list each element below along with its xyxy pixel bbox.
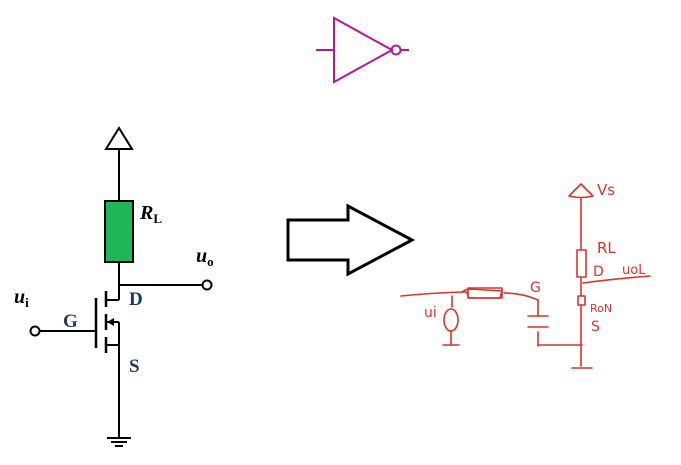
sketch-ron-label: RoN [590, 302, 612, 315]
load-resistor [104, 200, 134, 263]
gate-label: G [63, 311, 78, 332]
body-arrow-icon [107, 318, 114, 326]
sketch-g-label: G [530, 280, 541, 296]
input-terminal [29, 325, 41, 337]
supply-arrow-icon [104, 126, 134, 150]
rl-label: RL [139, 202, 162, 226]
inverter-symbol [316, 16, 409, 84]
transform-arrow-icon [286, 203, 416, 277]
ground-icon [107, 437, 131, 447]
nmos-circuit: RL uo ui G D S [14, 126, 214, 447]
sketch-d-label: D [593, 264, 604, 280]
uo-label: uo [196, 245, 214, 269]
sketch-rl-label: RL [597, 239, 616, 257]
output-terminal [201, 279, 213, 291]
sketch-rl-resistor [576, 249, 587, 278]
sketch-s-label: S [591, 319, 600, 335]
source-label: S [129, 356, 140, 377]
sketch-supply-icon [568, 183, 594, 199]
sketch-vs-label: Vs [597, 181, 615, 199]
sketch-ui-label: ui [424, 305, 437, 321]
sketch-source-icon [443, 308, 459, 332]
ui-label: ui [14, 286, 29, 310]
drain-label: D [129, 289, 143, 310]
sketch-circuit [400, 183, 651, 369]
sketch-uol-label: uoL [622, 263, 646, 278]
sketch-ron-box [577, 295, 586, 306]
